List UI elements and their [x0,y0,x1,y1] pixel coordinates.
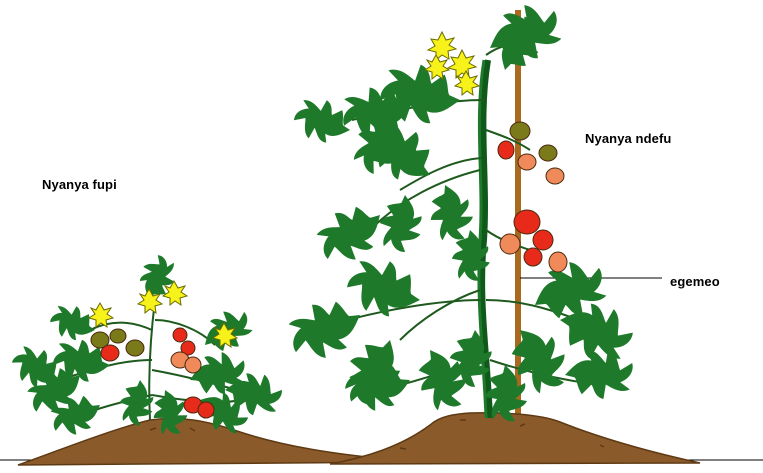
soil-mound-tall [330,413,700,464]
short-plant-tomatoes [91,328,214,418]
tall-plant-tomatoes-lower [500,210,567,272]
stake-label: egemeo [670,274,720,289]
short-plant [6,252,284,441]
tall-plant-tomatoes-upper [498,122,564,184]
short-plant-label: Nyanya fupi [42,177,117,192]
tall-plant [282,0,638,421]
tall-plant-label: Nyanya ndefu [585,131,671,146]
